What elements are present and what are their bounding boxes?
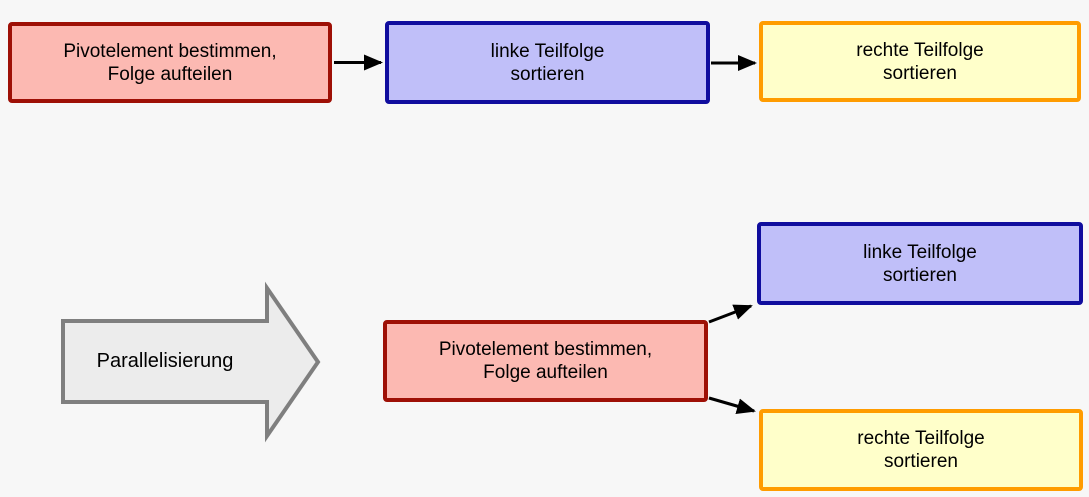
seq-right-box-line2: sortieren (883, 62, 957, 84)
seq-left-box-line2: sortieren (510, 63, 585, 85)
par-right-box-line2: sortieren (884, 451, 958, 472)
par-pivot-box-line1: Pivotelement bestimmen, (438, 339, 653, 360)
seq-left-box-line1: linke Teilfolge (490, 40, 605, 62)
seq-pivot-box-line2: Folge aufteilen (107, 63, 233, 85)
arrow-branch-up (708, 304, 753, 324)
seq-right-box-line1: rechte Teilfolge (856, 39, 984, 61)
arrow-branch-down (708, 396, 756, 414)
seq-pivot-box-line1: Pivotelement bestimmen, (63, 40, 277, 62)
par-right-subsequence-box: rechte Teilfolge sortieren (759, 409, 1083, 491)
par-right-box-line1: rechte Teilfolge (857, 428, 985, 449)
seq-right-subsequence-box: rechte Teilfolge sortieren (759, 21, 1081, 102)
seq-left-subsequence-box: linke Teilfolge sortieren (385, 21, 710, 104)
par-left-subsequence-box: linke Teilfolge sortieren (757, 222, 1083, 305)
seq-pivot-box: Pivotelement bestimmen, Folge aufteilen (8, 22, 332, 103)
par-left-box-line2: sortieren (883, 264, 957, 286)
par-pivot-box: Pivotelement bestimmen, Folge aufteilen (383, 320, 708, 402)
par-left-box-line1: linke Teilfolge (863, 241, 977, 263)
parallelisierung-arrow-shape (61, 281, 321, 443)
par-pivot-box-line2: Folge aufteilen (483, 362, 608, 383)
parallelisierung-label: Parallelisierung (96, 350, 234, 372)
